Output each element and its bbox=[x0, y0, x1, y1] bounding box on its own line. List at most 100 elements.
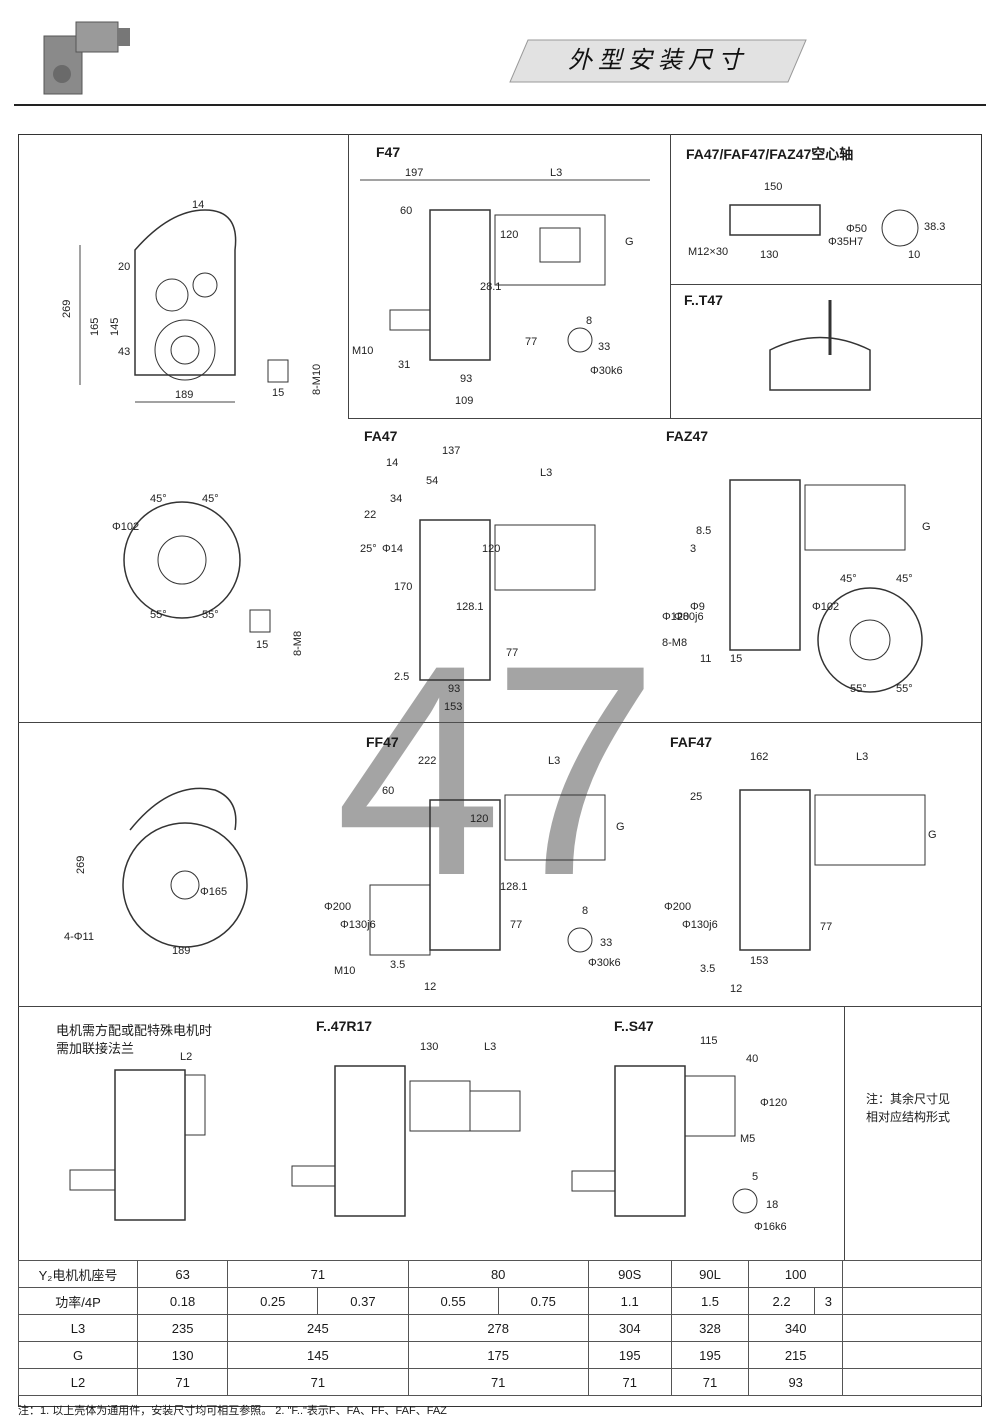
table-cell: 145 bbox=[227, 1341, 409, 1369]
dimension-label: 22 bbox=[364, 509, 376, 521]
dimension-label: Φ50 bbox=[846, 223, 867, 235]
dimension-label: 45° bbox=[202, 493, 219, 505]
side-note-line1: 注：其余尺寸见 bbox=[866, 1092, 951, 1106]
table-cell: G bbox=[18, 1341, 138, 1369]
dimension-label: 189 bbox=[172, 945, 190, 957]
dimension-label: G bbox=[625, 236, 634, 248]
dimension-label: 93 bbox=[448, 683, 460, 695]
dimension-label: 54 bbox=[426, 475, 438, 487]
dimension-label: 77 bbox=[820, 921, 832, 933]
f47-side-drawing: 197 L3 60 G 120 28.1 77 31 93 109 M10 8 … bbox=[352, 167, 650, 407]
dimension-label: M10 bbox=[352, 345, 373, 357]
dimension-label: Φ102 bbox=[812, 601, 839, 613]
dimension-label: 33 bbox=[600, 937, 612, 949]
table-cell: 1.5 bbox=[670, 1287, 750, 1315]
dimension-label: 197 bbox=[405, 167, 423, 179]
dimension-label: 145 bbox=[109, 318, 121, 336]
dimension-label: 128.1 bbox=[500, 881, 528, 893]
table-cell: L3 bbox=[18, 1314, 138, 1342]
dimension-label: L3 bbox=[856, 751, 868, 763]
dimension-label: 60 bbox=[400, 205, 412, 217]
dimension-label: Φ102 bbox=[112, 521, 139, 533]
table-cell: 功率/4P bbox=[18, 1287, 138, 1315]
faf47-drawing: 162 L3 25 G Φ200 Φ130j6 77 3.5 153 12 bbox=[664, 751, 937, 995]
dimension-label: L3 bbox=[548, 755, 560, 767]
dimension-label: 128.1 bbox=[456, 601, 484, 613]
dimension-label: 33 bbox=[598, 341, 610, 353]
dimension-label: Φ130j6 bbox=[682, 919, 718, 931]
dimension-label: 40 bbox=[746, 1053, 758, 1065]
front-view-drawing: 269 165 145 20 43 14 189 15 8-M10 bbox=[61, 199, 320, 403]
table-cell: 0.18 bbox=[136, 1287, 229, 1315]
table-cell: 175 bbox=[407, 1341, 589, 1369]
table-cell: 93 bbox=[748, 1368, 843, 1396]
faz47-drawing: 8.5 3 Φ120 Φ80j6 Φ9 8-M8 11 15 G 45° 45°… bbox=[662, 479, 931, 695]
dimension-label: 109 bbox=[455, 395, 473, 407]
dimension-label: 93 bbox=[460, 373, 472, 385]
table-cell: 3 bbox=[813, 1287, 844, 1315]
table-row: L2 71 71 71 71 71 93 bbox=[18, 1368, 982, 1396]
footnote: 注：1. 以上壳体为通用件，安装尺寸均可相互参照。 2. "F.."表示F、FA… bbox=[18, 1405, 447, 1417]
dimension-label: 8 bbox=[582, 905, 588, 917]
divider bbox=[348, 418, 982, 419]
title-banner: 外型安装尺寸 bbox=[508, 38, 808, 84]
dimension-label: Φ200 bbox=[664, 901, 691, 913]
dimension-label: 189 bbox=[175, 389, 193, 401]
label-fa-hollow: FA47/FAF47/FAZ47空心轴 bbox=[686, 146, 854, 162]
dimension-label: 130 bbox=[760, 249, 778, 261]
divider bbox=[348, 134, 349, 418]
dimension-label: 153 bbox=[444, 701, 462, 713]
dimension-label: 11 bbox=[700, 653, 711, 665]
dimension-label: 269 bbox=[61, 300, 73, 318]
table-cell: 71 bbox=[227, 1260, 409, 1288]
dimension-label: 15 bbox=[730, 653, 742, 665]
dimension-label: 45° bbox=[896, 573, 913, 585]
dimension-label: Φ130j6 bbox=[340, 919, 376, 931]
dimension-label: Φ14 bbox=[382, 543, 403, 555]
table-row: L3 235 245 278 304 328 340 bbox=[18, 1314, 982, 1342]
dimension-label: 25° bbox=[360, 543, 377, 555]
table-cell: 304 bbox=[587, 1314, 672, 1342]
ff47-drawing: 222 L3 60 G 120 Φ200 Φ130j6 128.1 77 M10… bbox=[324, 755, 625, 993]
dimension-label: G bbox=[928, 829, 937, 841]
dimension-label: 15 bbox=[256, 639, 268, 651]
table-cell: 0.37 bbox=[317, 1287, 409, 1315]
label-faf47: FAF47 bbox=[670, 734, 713, 750]
table-cell: 80 bbox=[407, 1260, 589, 1288]
table-cell: 71 bbox=[407, 1368, 589, 1396]
dimension-label: 77 bbox=[506, 647, 518, 659]
dimension-label: 55° bbox=[850, 683, 867, 695]
dimension-label: 3 bbox=[690, 543, 696, 555]
dimension-label: G bbox=[922, 521, 931, 533]
dimension-label: 43 bbox=[118, 346, 130, 358]
table-row: Y₂电机机座号 63 71 80 90S 90L 100 bbox=[18, 1260, 982, 1288]
dimension-label: Φ30k6 bbox=[590, 365, 623, 377]
dimension-label: 34 bbox=[390, 493, 402, 505]
dimension-label: M5 bbox=[740, 1133, 755, 1145]
motor-note-line2: 需加联接法兰 bbox=[56, 1041, 135, 1056]
table-cell: 63 bbox=[136, 1260, 229, 1288]
table-cell: 71 bbox=[136, 1368, 229, 1396]
dimension-label: 12 bbox=[730, 983, 742, 995]
dimension-label: Φ35H7 bbox=[828, 236, 863, 248]
dimension-label: 45° bbox=[150, 493, 167, 505]
table-cell: 340 bbox=[748, 1314, 843, 1342]
dimension-label: 170 bbox=[394, 581, 412, 593]
adapter-flange-drawing: L2 bbox=[69, 1051, 206, 1221]
dimension-label: Φ120 bbox=[662, 611, 689, 623]
table-cell: 215 bbox=[748, 1341, 843, 1369]
side-note-line2: 相对应结构形式 bbox=[866, 1110, 951, 1124]
dimension-label: 120 bbox=[500, 229, 518, 241]
table-cell: 71 bbox=[587, 1368, 672, 1396]
dimension-label: L2 bbox=[180, 1051, 192, 1063]
table-cell: 235 bbox=[136, 1314, 229, 1342]
dimension-label: 4-Φ11 bbox=[64, 931, 94, 943]
dimension-label: Φ16k6 bbox=[754, 1221, 787, 1233]
table-row: G 130 145 175 195 195 215 bbox=[18, 1341, 982, 1369]
dimension-label: 14 bbox=[386, 457, 398, 469]
table-cell: Y₂电机机座号 bbox=[18, 1260, 138, 1288]
dimension-label: 38.3 bbox=[924, 221, 945, 233]
table-cell: L2 bbox=[18, 1368, 138, 1396]
dimension-label: 8-M8 bbox=[662, 637, 687, 649]
table-cell: 90S bbox=[587, 1260, 672, 1288]
